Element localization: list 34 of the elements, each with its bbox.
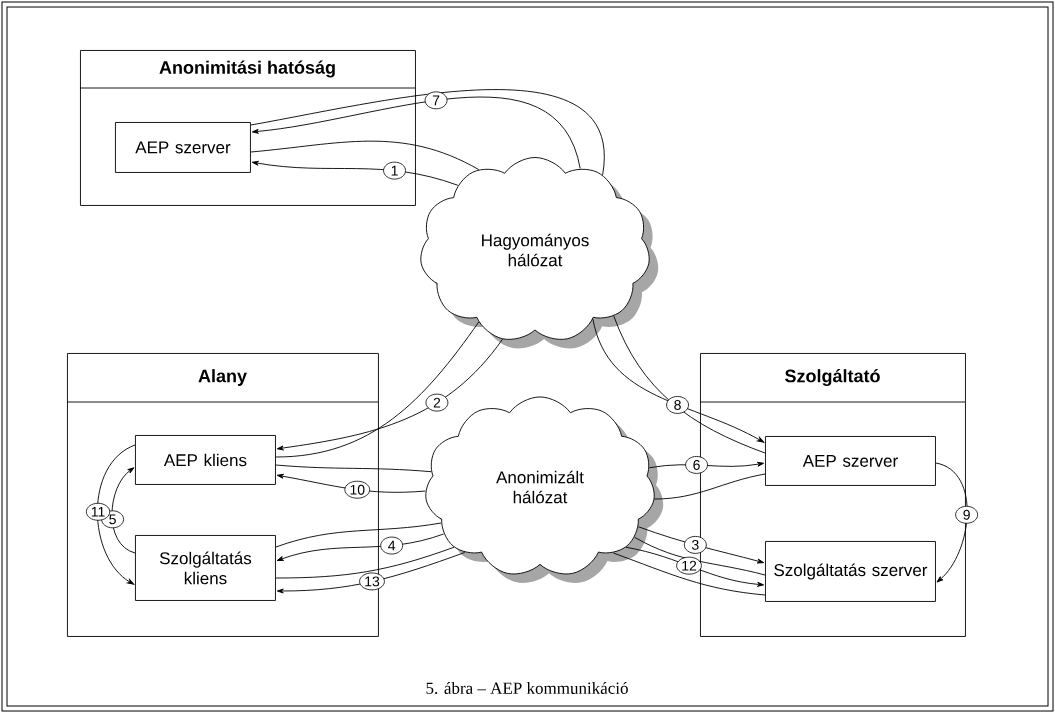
arrow [637, 526, 765, 564]
edge-label: 2 [425, 393, 449, 412]
arrow [276, 533, 445, 561]
arrow [625, 546, 765, 587]
group-heading: Anonimitási hatóság [159, 60, 335, 78]
arrow [276, 552, 466, 594]
process-box: Szolgáltatás kliens [135, 535, 276, 601]
process-box: Szolgáltatás szerver [765, 541, 936, 602]
arrow [649, 461, 765, 469]
edge-label: 1 [383, 161, 406, 180]
arrow [276, 338, 503, 451]
process-box: AEP kliens [135, 435, 276, 485]
caption: 5. ábra – AEP kommunikáció [426, 681, 628, 695]
edge-label: 7 [424, 91, 448, 110]
edge-label: 12 [676, 556, 702, 575]
edge-label: 9 [955, 505, 979, 524]
edge-label: 10 [344, 480, 371, 499]
edge-label: 13 [359, 572, 385, 591]
arrow [96, 444, 136, 585]
arrow [276, 473, 426, 493]
arrow [592, 318, 765, 443]
group-heading: Szolgáltató [785, 369, 880, 386]
arrow [111, 467, 136, 554]
group-heading: Alany [198, 369, 247, 386]
arrow [935, 462, 968, 583]
edge-label: 4 [380, 536, 404, 555]
process-box: AEP szerver [115, 122, 251, 173]
edge-label: 6 [685, 456, 708, 474]
edge-label: 3 [683, 536, 707, 554]
process-box: AEP szerver [765, 436, 936, 486]
network-cloud: Hagyományos hálózat [420, 157, 659, 349]
arrow [251, 96, 581, 169]
arrow [251, 160, 459, 186]
edge-label: 8 [666, 396, 689, 414]
